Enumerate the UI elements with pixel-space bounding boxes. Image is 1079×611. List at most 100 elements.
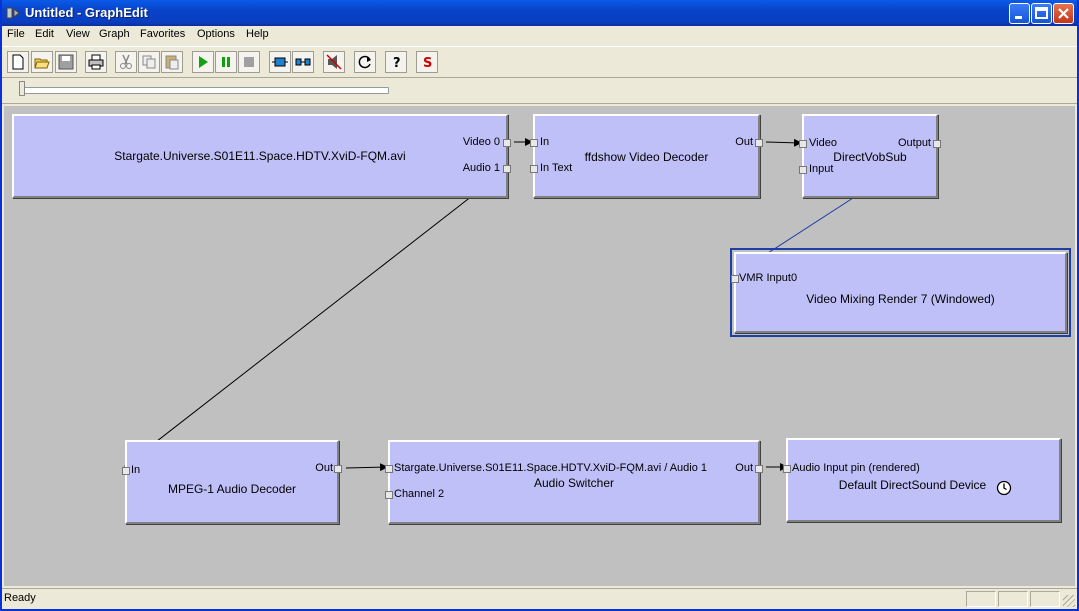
- filter-name: Audio Switcher: [533, 476, 615, 490]
- seek-button[interactable]: [269, 51, 291, 73]
- pin-audio-1-in-label: Stargate.Universe.S01E11.Space.HDTV.XviD…: [394, 462, 708, 474]
- paste-button[interactable]: [161, 51, 183, 73]
- resize-grip[interactable]: [1063, 595, 1075, 607]
- window-title: Untitled - GraphEdit: [25, 5, 148, 20]
- filter-audio-switcher[interactable]: Audio Switcher Stargate.Universe.S01E11.…: [385, 440, 763, 524]
- filter-mpeg1-audio-decoder[interactable]: MPEG-1 Audio Decoder In Out: [122, 440, 342, 524]
- maximize-button[interactable]: [1031, 3, 1052, 24]
- s-icon: S: [423, 56, 432, 70]
- save-button[interactable]: [55, 51, 77, 73]
- wire-audio-to-mpeg[interactable]: [124, 167, 509, 467]
- print-button[interactable]: [85, 51, 107, 73]
- pin-audio-input[interactable]: [783, 465, 791, 473]
- save-icon: [58, 54, 74, 70]
- insert-filters-button[interactable]: [292, 51, 314, 73]
- seek-slider-thumb[interactable]: [19, 81, 25, 96]
- help-icon: ?: [393, 56, 401, 70]
- filter-directvobsub[interactable]: DirectVobSub Video Input Output: [799, 114, 941, 198]
- graph-canvas[interactable]: Stargate.Universe.S01E11.Space.HDTV.XviD…: [4, 106, 1075, 586]
- cut-button[interactable]: [115, 51, 137, 73]
- s-button[interactable]: S: [416, 51, 438, 73]
- pin-channel-2-label: Channel 2: [394, 488, 445, 500]
- pin-out-label: Out: [735, 462, 753, 474]
- refresh-icon: [358, 55, 371, 69]
- refresh-button[interactable]: [354, 51, 376, 73]
- pin-vmr-input0-label: VMR Input0: [739, 272, 798, 284]
- status-panel-3: [1030, 591, 1060, 607]
- menu-bar: File Edit View Graph Favorites Options H…: [2, 26, 1077, 46]
- pin-video-0-label: Video 0: [462, 136, 500, 148]
- pin-out[interactable]: [755, 465, 763, 473]
- wire-mpeg-to-switcher[interactable]: [345, 463, 388, 472]
- wire-ffdshow-to-vobsub[interactable]: [765, 138, 802, 147]
- pin-input[interactable]: [799, 166, 807, 174]
- pin-audio-input-label: Audio Input pin (rendered): [792, 462, 920, 474]
- pin-audio-1-label: Audio 1: [462, 162, 500, 174]
- copy-icon: [142, 55, 156, 69]
- toolbar: ? S: [2, 46, 1077, 78]
- cut-icon: [120, 54, 132, 69]
- seek-icon: [272, 57, 288, 67]
- clock-icon: [996, 480, 1012, 496]
- menu-view[interactable]: View: [66, 28, 90, 40]
- print-icon: [88, 54, 104, 70]
- close-button[interactable]: [1053, 3, 1074, 24]
- menu-options[interactable]: Options: [197, 28, 235, 40]
- menu-file[interactable]: File: [7, 28, 25, 40]
- filter-name: DirectVobSub: [833, 150, 907, 164]
- insert-filters-icon: [295, 58, 311, 66]
- pin-output-label: Output: [897, 137, 931, 149]
- pin-audio-1-in[interactable]: [385, 465, 393, 473]
- menu-graph[interactable]: Graph: [99, 28, 130, 40]
- seek-bar: [2, 78, 1077, 104]
- pin-in[interactable]: [122, 467, 130, 475]
- pin-output[interactable]: [933, 140, 941, 148]
- pin-out[interactable]: [755, 139, 763, 147]
- pin-in[interactable]: [530, 139, 538, 147]
- pin-video-0[interactable]: [503, 139, 511, 147]
- menu-favorites[interactable]: Favorites: [140, 28, 186, 40]
- pin-out[interactable]: [334, 465, 342, 473]
- copy-button[interactable]: [138, 51, 160, 73]
- mute-button[interactable]: [323, 51, 345, 73]
- pause-button[interactable]: [215, 51, 237, 73]
- maximize-icon: [1035, 7, 1048, 19]
- pin-out-label: Out: [735, 136, 753, 148]
- pin-in-label: In: [540, 136, 550, 148]
- pin-video[interactable]: [799, 140, 807, 148]
- filter-name: Default DirectSound Device: [838, 478, 987, 492]
- play-icon: [199, 56, 208, 68]
- filter-source-avi[interactable]: Stargate.Universe.S01E11.Space.HDTV.XviD…: [12, 114, 511, 198]
- title-bar[interactable]: Untitled - GraphEdit: [2, 0, 1077, 26]
- filter-name: Stargate.Universe.S01E11.Space.HDTV.XviD…: [114, 149, 406, 163]
- pin-in-text-label: In Text: [540, 162, 573, 174]
- filter-ffdshow-video-decoder[interactable]: ffdshow Video Decoder In In Text Out: [530, 114, 763, 198]
- status-text: Ready: [4, 592, 36, 604]
- stop-button[interactable]: [238, 51, 260, 73]
- svg-text:?: ?: [393, 56, 401, 70]
- svg-text:S: S: [423, 56, 432, 70]
- seek-track[interactable]: [19, 87, 389, 94]
- pin-audio-1[interactable]: [503, 165, 511, 173]
- filter-name: Video Mixing Render 7 (Windowed): [806, 292, 995, 306]
- pause-icon: [222, 57, 230, 67]
- filter-default-directsound-device[interactable]: Default DirectSound Device Audio Input p…: [783, 438, 1061, 522]
- minimize-button[interactable]: [1009, 3, 1030, 24]
- pin-in-text[interactable]: [530, 165, 538, 173]
- open-icon: [34, 58, 50, 69]
- app-icon: [6, 7, 20, 19]
- stop-icon: [244, 57, 254, 67]
- pin-channel-2[interactable]: [385, 491, 393, 499]
- open-button[interactable]: [31, 51, 53, 73]
- close-icon: [1058, 8, 1069, 19]
- new-button[interactable]: [7, 51, 29, 73]
- status-panel-2: [998, 591, 1028, 607]
- play-button[interactable]: [192, 51, 214, 73]
- filter-name: ffdshow Video Decoder: [584, 150, 709, 164]
- filter-video-mixing-renderer-7[interactable]: Video Mixing Render 7 (Windowed) VMR Inp…: [730, 248, 1071, 337]
- pin-vmr-input0[interactable]: [731, 275, 739, 283]
- help-button[interactable]: ?: [385, 51, 407, 73]
- menu-help[interactable]: Help: [246, 28, 269, 40]
- menu-edit[interactable]: Edit: [35, 28, 54, 40]
